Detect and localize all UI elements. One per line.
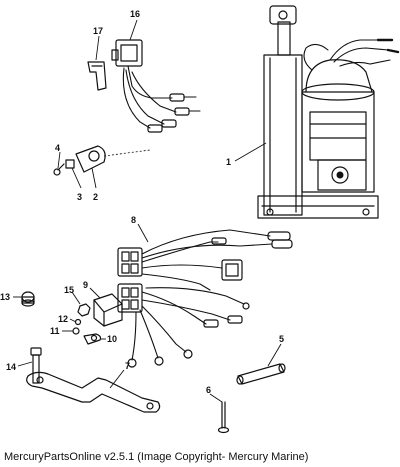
callout-6: 6 [206,385,211,395]
pin-5 [236,363,286,385]
callout-10: 10 [107,334,117,344]
callout-7: 7 [125,361,130,371]
callout-9: 9 [83,280,88,290]
callout-8: 8 [131,215,136,225]
callout-4: 4 [55,143,60,153]
clip-17 [87,61,107,91]
screw-11 [72,327,80,335]
wiring-harness-8 [117,229,293,368]
bolt-14 [30,347,42,384]
callout-2: 2 [93,192,98,202]
callout-5: 5 [279,334,284,344]
callout-3: 3 [77,192,82,202]
relay-9 [93,293,123,327]
washer-3 [65,159,75,169]
callout-12: 12 [58,314,68,324]
washer-12 [74,318,82,326]
terminal-10 [83,333,102,345]
callout-13: 13 [0,292,10,302]
copyright-footer: MercuryPartsOnline v2.5.1 (Image Copyrig… [4,451,309,463]
callout-16: 16 [130,9,140,19]
leader-lines [13,19,282,403]
callout-15: 15 [64,285,74,295]
screw-4 [53,163,65,176]
bracket-2 [75,145,106,173]
mounting-bracket-7 [26,371,161,413]
callout-11: 11 [50,326,60,336]
relay-connector-16 [111,39,201,133]
trim-pump-motor [257,5,400,219]
plug-13 [21,291,35,307]
callout-14: 14 [6,362,16,372]
callouts: 1 2 3 4 5 6 7 8 9 10 11 12 13 14 15 16 1… [0,9,284,395]
nut-15 [77,303,91,317]
clevis-pin-6 [217,401,230,434]
callout-17: 17 [93,26,103,36]
callout-1: 1 [226,157,231,167]
